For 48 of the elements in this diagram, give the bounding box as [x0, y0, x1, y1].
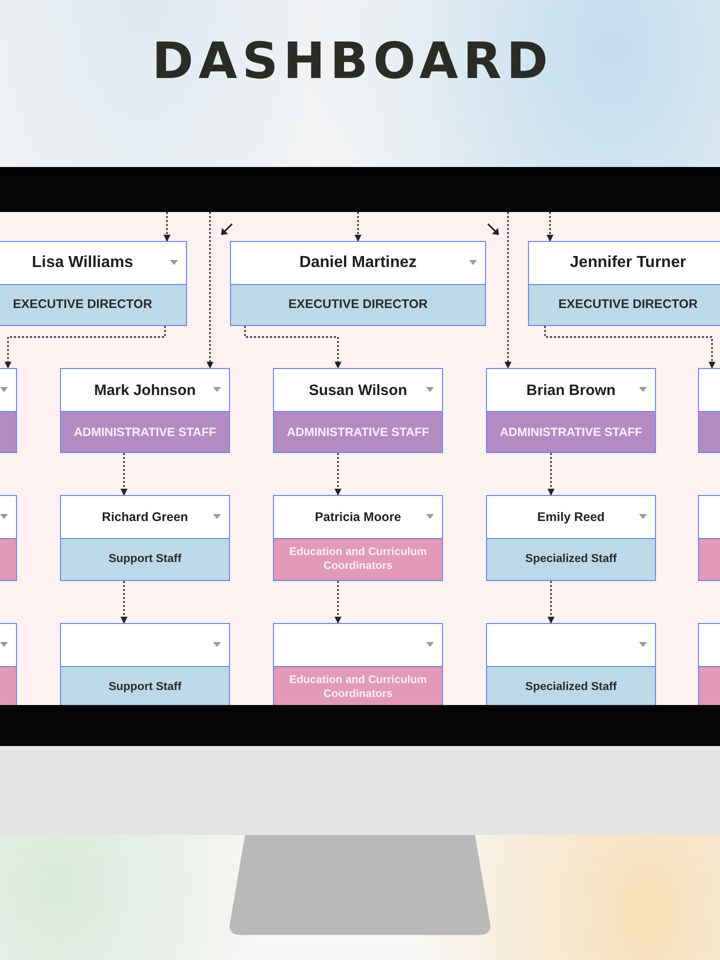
arrow	[4, 326, 166, 369]
role-label: ADMINISTRATIVE STAFF	[500, 424, 642, 440]
arrow	[206, 212, 214, 369]
arrow	[334, 453, 342, 496]
org-card	[528, 241, 720, 326]
arrow	[354, 212, 362, 242]
org-card	[60, 495, 230, 581]
org-card	[273, 623, 443, 705]
role-label: EXECUTIVE DIRECTOR	[288, 297, 428, 313]
arrow	[120, 453, 128, 496]
org-card	[60, 623, 230, 705]
person-name: Jennifer Turner	[570, 254, 686, 272]
org-card	[60, 368, 230, 453]
org-card	[273, 495, 443, 581]
role-label: Education and Curriculum Coordinators	[288, 674, 428, 702]
role-label: Specialized Staff	[525, 680, 617, 695]
person-name: Daniel Martinez	[299, 254, 417, 272]
person-name: Brian Brown	[526, 382, 616, 398]
role-label: EXECUTIVE DIRECTOR	[558, 297, 698, 313]
arrow	[164, 212, 170, 242]
person-name: Mark Johnson	[94, 382, 196, 398]
org-card	[486, 368, 656, 453]
arrow	[244, 326, 342, 369]
role-label: Support Staff	[108, 552, 182, 567]
role-label: Education and Curriculum Coordinators	[288, 546, 428, 574]
arrow	[546, 212, 554, 242]
arrow	[504, 212, 512, 369]
person-name: Susan Wilson	[308, 382, 408, 398]
arrow	[548, 581, 554, 624]
arrow	[548, 453, 554, 496]
org-card	[486, 495, 656, 581]
role-label: ADMINISTRATIVE STAFF	[286, 424, 430, 440]
org-card	[230, 241, 486, 326]
page-title: DASHBOARD	[150, 32, 554, 90]
role-label: Support Staff	[108, 680, 182, 695]
arrow	[120, 581, 128, 624]
arrow	[544, 326, 716, 369]
role-label: ADMINISTRATIVE STAFF	[74, 424, 216, 440]
org-card	[273, 368, 443, 453]
arrow	[334, 581, 342, 624]
role-label: EXECUTIVE DIRECTOR	[12, 297, 152, 313]
person-name: Emily Reed	[537, 510, 605, 524]
org-card	[0, 241, 187, 326]
role-label: Specialized Staff	[525, 552, 617, 567]
person-name: Patricia Moore	[314, 510, 402, 524]
org-card	[486, 623, 656, 705]
person-name: Lisa Williams	[32, 254, 134, 272]
person-name: Richard Green	[102, 510, 188, 524]
